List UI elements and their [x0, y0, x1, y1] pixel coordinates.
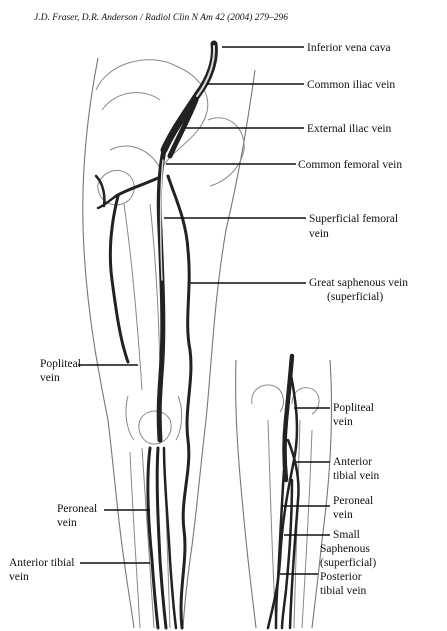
- patella: [139, 411, 171, 444]
- citation-header: J.D. Fraser, D.R. Anderson / Radiol Clin…: [34, 12, 288, 23]
- label-great-saphenous-vein: Great saphenous vein (superficial): [309, 277, 411, 303]
- femur-shaft: [124, 204, 160, 392]
- fibula: [130, 452, 140, 628]
- great-saphenous-vessel: [168, 176, 191, 628]
- label-peroneal-vein-front: Peroneal vein: [57, 503, 100, 529]
- pelvis-bone: [96, 60, 244, 186]
- label-common-femoral-vein: Common femoral vein: [298, 159, 402, 171]
- label-posterior-tibial-vein: Posterior tibial vein: [320, 571, 367, 597]
- label-external-iliac-vein: External iliac vein: [307, 123, 392, 135]
- label-popliteal-vein-back: Popliteal vein: [333, 402, 377, 428]
- full-leg-illustration: [83, 44, 255, 628]
- knee-joint: [126, 396, 182, 440]
- label-inferior-vena-cava: Inferior vena cava: [307, 42, 391, 54]
- label-anterior-tibial-vein-back: Anterior tibial vein: [333, 456, 380, 482]
- label-anterior-tibial-vein-front: Anterior tibial vein: [9, 557, 77, 583]
- label-peroneal-vein-back: Peroneal vein: [333, 495, 376, 521]
- label-common-iliac-vein: Common iliac vein: [307, 79, 395, 91]
- hip-branch-vessel: [110, 178, 158, 362]
- posterior-tibial-vessel: [164, 448, 176, 628]
- label-superficial-femoral-vein: Superficial femoral vein: [309, 213, 401, 240]
- lower-leg-illustration: [236, 356, 332, 628]
- label-popliteal-vein-front: Popliteal vein: [40, 358, 84, 384]
